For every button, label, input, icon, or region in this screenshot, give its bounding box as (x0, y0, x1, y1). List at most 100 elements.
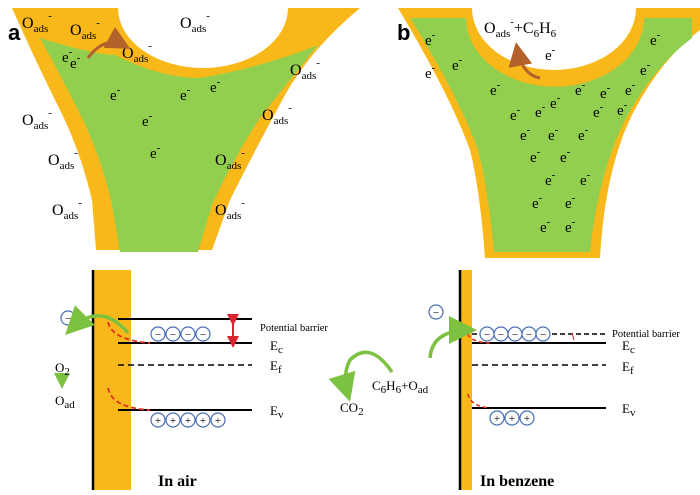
electron-symbol: e- (580, 169, 591, 189)
electron-symbol: e- (540, 216, 551, 236)
panel-b-ec-label: Ec (622, 338, 635, 356)
electron-symbol: e- (600, 82, 611, 102)
panel-b-return-arrow (428, 316, 477, 359)
panel-a-grain-core (40, 38, 318, 252)
electron-symbol: e- (575, 79, 586, 99)
electron-charge-circle (165, 326, 181, 342)
electron-symbol: e- (180, 84, 191, 104)
electron-symbol: e- (530, 146, 541, 166)
adsorbed-oxygen-label: Oads- (70, 17, 100, 42)
panel-b-trapped-electron-sign: − (433, 307, 439, 319)
panel-b-co2-label: CO2 (340, 400, 364, 418)
panel-b-caption: In benzene (480, 473, 554, 490)
electron-symbol: e- (425, 29, 436, 49)
panel-b-ev-holes: +++ (489, 410, 535, 426)
adsorbed-oxygen-label: Oads- (215, 147, 245, 172)
panel-a-ec-bend (107, 321, 151, 344)
electron-charge-sign: − (155, 329, 161, 341)
panel-a-oad-label: Oad (55, 393, 75, 411)
panel-a-ev-bend (107, 387, 151, 411)
electron-symbol: e- (150, 142, 161, 162)
panel-a-letter: a (8, 20, 21, 45)
panel-b-grain-core (410, 18, 692, 252)
hole-charge-circle (165, 412, 181, 428)
panel-a-potential-barrier-label: Potential barrier (260, 323, 328, 334)
electron-symbol: e- (425, 62, 436, 82)
electron-charge-circle (535, 326, 551, 342)
panel-a-electrons: e-e-e-e-e-e-e- (62, 46, 221, 162)
electron-charge-sign: − (498, 329, 504, 341)
hole-charge-sign: + (524, 413, 530, 425)
panel-a-exchange-arrow (86, 26, 131, 59)
electron-charge-circle (195, 326, 211, 342)
panel-a-ev-holes: +++++ (150, 412, 226, 428)
panel-b-ev-label: Ev (622, 401, 636, 419)
hole-charge-sign: + (185, 415, 191, 427)
electron-symbol: e- (545, 44, 556, 64)
electron-symbol: e- (550, 92, 561, 112)
electron-symbol: e- (650, 29, 661, 49)
hole-charge-circle (519, 410, 535, 426)
panel-a-adsorbed-oxygen: Oads-Oads-Oads-Oads-Oads-Oads-Oads-Oads-… (22, 10, 320, 222)
hole-charge-circle (150, 412, 166, 428)
panel-b-grain (398, 8, 700, 258)
adsorbed-oxygen-label: Oads- (180, 10, 210, 35)
electron-charge-circle (150, 326, 166, 342)
panel-a-band-diagram: Potential barrier Ec Ef Ev −−−− +++++ − … (54, 270, 328, 490)
adsorbed-oxygen-label: Oads- (52, 197, 82, 222)
electron-symbol: e- (210, 76, 221, 96)
electron-symbol: e- (617, 99, 628, 119)
panel-b-barrier-tick (571, 332, 575, 341)
panel-a-trapped-electron-sign: − (65, 313, 71, 325)
panel-b-exchange-arrow (508, 42, 541, 80)
electron-symbol: e- (545, 169, 556, 189)
electron-charge-sign: − (200, 329, 206, 341)
panel-b-reaction-label: Oads-+C6H6 (484, 16, 557, 40)
electron-symbol: e- (510, 104, 521, 124)
panel-a-o2-label: O2 (55, 360, 70, 378)
panel-b-band-diagram: Potential barrier Ec Ef Ev −−−−− +++ − C… (328, 270, 680, 490)
panel-b-letter: b (397, 20, 410, 45)
hole-charge-sign: + (170, 415, 176, 427)
panel-b-potential-barrier-label: Potential barrier (612, 329, 680, 340)
electron-symbol: e- (578, 124, 589, 144)
electron-charge-sign: − (512, 329, 518, 341)
electron-symbol: e- (520, 124, 531, 144)
electron-symbol: e- (452, 54, 463, 74)
electron-symbol: e- (625, 79, 636, 99)
panel-a-grain (12, 8, 360, 252)
electron-symbol: e- (640, 59, 651, 79)
electron-symbol: e- (532, 192, 543, 212)
electron-symbol: e- (142, 110, 153, 130)
panel-a-transfer-arrow (65, 305, 130, 335)
panel-a-ef-label: Ef (270, 358, 282, 376)
panel-b-benzene-label: C6H6+Oad (372, 378, 429, 396)
electron-charge-sign: − (170, 329, 176, 341)
electron-symbol: e- (62, 46, 73, 66)
panel-a-surface-layer (93, 270, 131, 490)
electron-symbol: e- (548, 124, 559, 144)
electron-charge-sign: − (526, 329, 532, 341)
panel-b-surface-layer (460, 270, 472, 490)
adsorbed-oxygen-label: Oads- (290, 57, 320, 82)
electron-charge-sign: − (540, 329, 546, 341)
hole-charge-sign: + (200, 415, 206, 427)
panel-a-ec-electrons: −−−− (150, 326, 211, 342)
electron-symbol: e- (593, 101, 604, 121)
hole-charge-circle (489, 410, 505, 426)
electron-charge-sign: − (484, 329, 490, 341)
electron-symbol: e- (110, 84, 121, 104)
panel-b-electrons: e-e-e-e-e-e-e-e-e-e-e-e-e-e-e-e-e-e-e-e-… (425, 29, 661, 236)
panel-b-ec-electrons: −−−−− (479, 326, 551, 342)
electron-charge-sign: − (185, 329, 191, 341)
hole-charge-sign: + (509, 413, 515, 425)
electron-symbol: e- (565, 216, 576, 236)
hole-charge-circle (180, 412, 196, 428)
electron-symbol: e- (560, 146, 571, 166)
hole-charge-circle (504, 410, 520, 426)
panel-b-benzene-arrow (328, 350, 394, 402)
panel-a-caption: In air (158, 473, 197, 490)
panel-b-trapped-electron (428, 304, 444, 320)
